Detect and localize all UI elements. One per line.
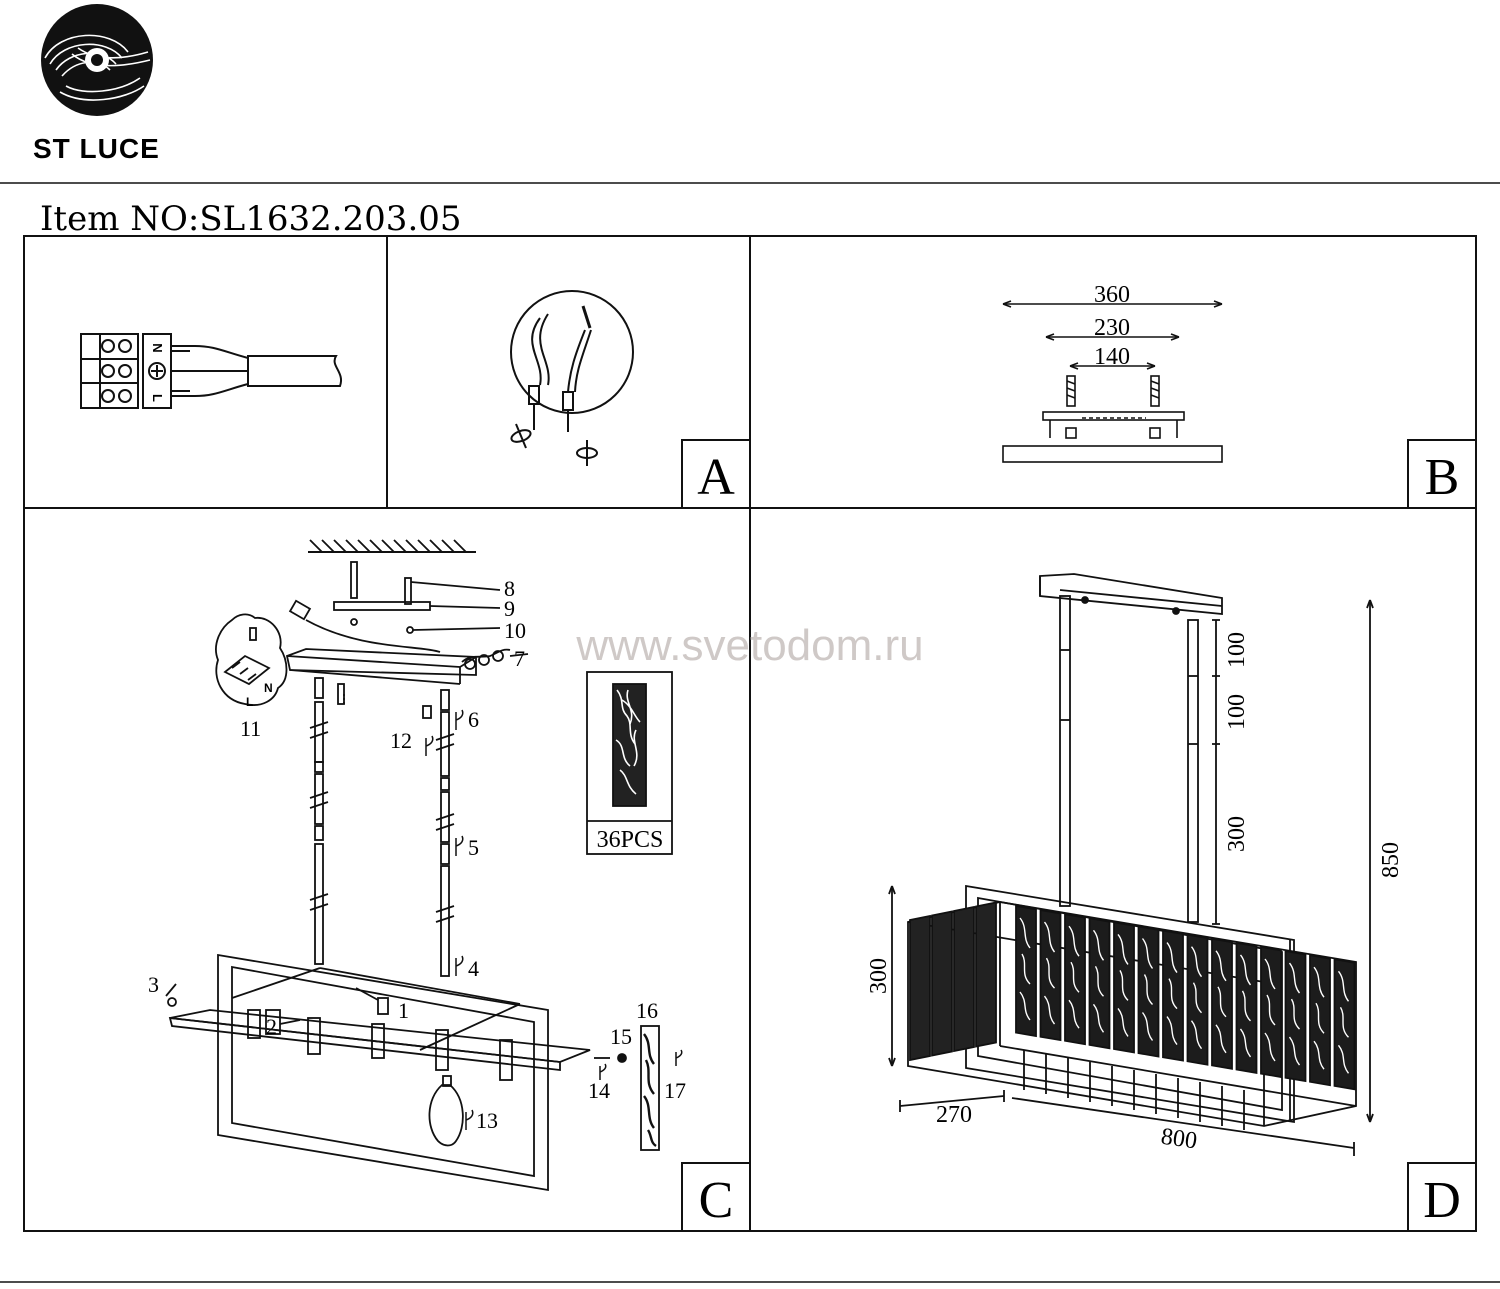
dim-230: 230 [1094, 315, 1130, 341]
shade-pattern [1166, 942, 1178, 1046]
front-shade-strip [1064, 913, 1086, 1046]
front-shade-strip [1211, 937, 1233, 1070]
shade-pattern [1092, 929, 1105, 1033]
shade-pattern [1313, 966, 1325, 1070]
dim-140: 140 [1094, 344, 1130, 370]
front-shade-strip [1113, 921, 1135, 1054]
panel-letter-b: B [1425, 449, 1460, 506]
callout-4: 4 [468, 956, 479, 981]
callout-2: 2 [266, 1014, 277, 1039]
shade-thumbnail [586, 671, 673, 855]
dim-rod-100-top: 100 [1224, 632, 1250, 668]
side-shade-strip [975, 901, 997, 1048]
shade-pattern [1239, 954, 1252, 1058]
item-number: Item NO:SL1632.203.05 [40, 199, 462, 239]
callout-15: 15 [610, 1024, 632, 1049]
shade-pattern [1068, 925, 1080, 1029]
dim-rod-300: 300 [1224, 816, 1250, 852]
callout-9: 9 [504, 596, 515, 621]
terminal-mark-l-c: L [246, 695, 253, 709]
shade-pattern [1264, 958, 1276, 1062]
front-shade-strip [1260, 945, 1282, 1079]
dim-shade-height: 300 [866, 958, 892, 994]
terminal-mark-l: L [150, 394, 165, 402]
callout-12: 12 [390, 728, 412, 753]
shade-pattern [1117, 933, 1129, 1037]
callout-16: 16 [636, 998, 658, 1023]
front-shade-strip [1162, 929, 1184, 1062]
callout-6: 6 [468, 707, 479, 732]
front-shade-strip [1333, 958, 1356, 1091]
callout-3: 3 [148, 972, 159, 997]
shade-pattern [1215, 950, 1227, 1054]
dim-rod-100-mid: 100 [1224, 694, 1250, 730]
watermark: www.svetodom.ru [575, 621, 923, 670]
assembled-fixture-drawing [888, 573, 1374, 1156]
front-shade-strip [1039, 909, 1062, 1042]
callout-1: 1 [398, 998, 409, 1023]
wire-trim-illustration [510, 290, 634, 466]
front-shade-strip [1235, 941, 1258, 1074]
callout-8: 8 [504, 576, 515, 601]
panel-letter-a: A [697, 449, 735, 506]
callout-7: 7 [514, 646, 525, 671]
shade-pattern [1043, 921, 1056, 1025]
callout-14: 14 [588, 1078, 610, 1103]
dim-depth: 270 [936, 1102, 972, 1128]
callout-11: 11 [240, 716, 261, 741]
shade-pattern [1337, 970, 1350, 1074]
side-shade-strip [953, 905, 975, 1053]
front-shade-strip [1088, 917, 1111, 1050]
terminal-mark-n-c: N [264, 681, 273, 695]
front-shade-strip [1309, 954, 1331, 1087]
front-shade-strip [1284, 950, 1307, 1083]
brand-logo [41, 4, 153, 116]
shade-pattern [1019, 917, 1031, 1021]
terminal-block-illustration [80, 333, 343, 409]
callout-symbols [425, 709, 683, 1130]
brand-name: ST LUCE [33, 133, 160, 164]
callout-17: 17 [664, 1078, 686, 1103]
front-shade-strip [1186, 933, 1209, 1066]
shade-pattern [1288, 962, 1301, 1066]
front-shade-strip [1015, 904, 1037, 1038]
shade-count-label: 36PCS [597, 827, 664, 853]
dim-total-height: 850 [1378, 842, 1404, 878]
exploded-assembly-drawing [165, 539, 660, 1192]
canopy-dimensions-drawing [1002, 300, 1223, 463]
callout-13: 13 [476, 1108, 498, 1133]
panel-letter-d: D [1423, 1172, 1461, 1229]
shade-pattern [1141, 938, 1154, 1041]
callout-10: 10 [504, 618, 526, 643]
side-shade-strip [931, 910, 953, 1057]
callout-5: 5 [468, 835, 479, 860]
shade-pattern [1190, 946, 1203, 1050]
front-shade-strip [1137, 925, 1160, 1058]
dim-length: 800 [1159, 1124, 1198, 1155]
panel-letter-c: C [699, 1172, 734, 1229]
terminal-mark-n: N [150, 343, 165, 352]
side-shade-strip [909, 914, 931, 1062]
panel-grid [23, 235, 1477, 1232]
dim-360: 360 [1094, 282, 1130, 308]
